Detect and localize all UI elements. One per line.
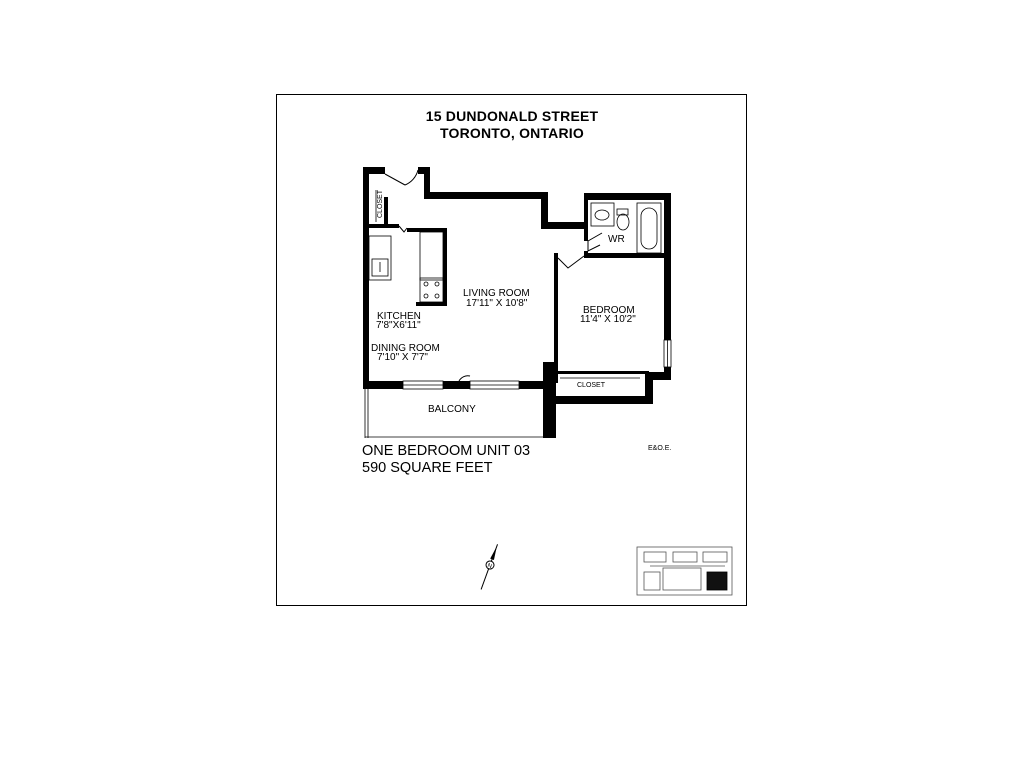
bedroom-dims: 11'4" X 10'2" [580, 314, 636, 325]
kitchen-fixtures [368, 231, 444, 303]
washroom-label: WR [608, 234, 625, 245]
north-arrow-icon: N [480, 544, 498, 590]
unit-area: 590 SQUARE FEET [362, 460, 493, 476]
dining-room-dims: 7'10" X 7'7" [377, 352, 428, 363]
living-room-dims: 17'11" X 10'8" [466, 298, 528, 309]
floor-plan-sheet [276, 94, 747, 606]
balcony-label: BALCONY [428, 404, 476, 415]
kitchen-name: KITCHEN [377, 311, 421, 322]
interior-walls [369, 193, 670, 383]
address-line-2: TORONTO, ONTARIO [440, 125, 584, 141]
bathroom-fixtures [590, 202, 662, 254]
bedroom-closet-label: CLOSET [577, 382, 606, 389]
address-line-1: 15 DUNDONALD STREET [425, 108, 599, 124]
dining-room-name: DINING ROOM [371, 343, 440, 354]
exterior-walls [363, 167, 671, 438]
closet-rods [375, 190, 640, 379]
living-room-name: LIVING ROOM [463, 288, 530, 299]
bedroom-name: BEDROOM [583, 305, 635, 316]
entry-closet-label: CLOSET [377, 189, 385, 219]
doors [384, 169, 603, 382]
unit-type: ONE BEDROOM UNIT 03 [362, 443, 531, 459]
svg-text:N: N [486, 563, 492, 570]
balcony-outline [364, 389, 548, 438]
windows [402, 339, 672, 390]
building-key-plan-icon [636, 546, 733, 596]
kitchen-dims: 7'8"X6'11" [376, 320, 421, 331]
disclaimer: E&O.E. [648, 445, 672, 452]
